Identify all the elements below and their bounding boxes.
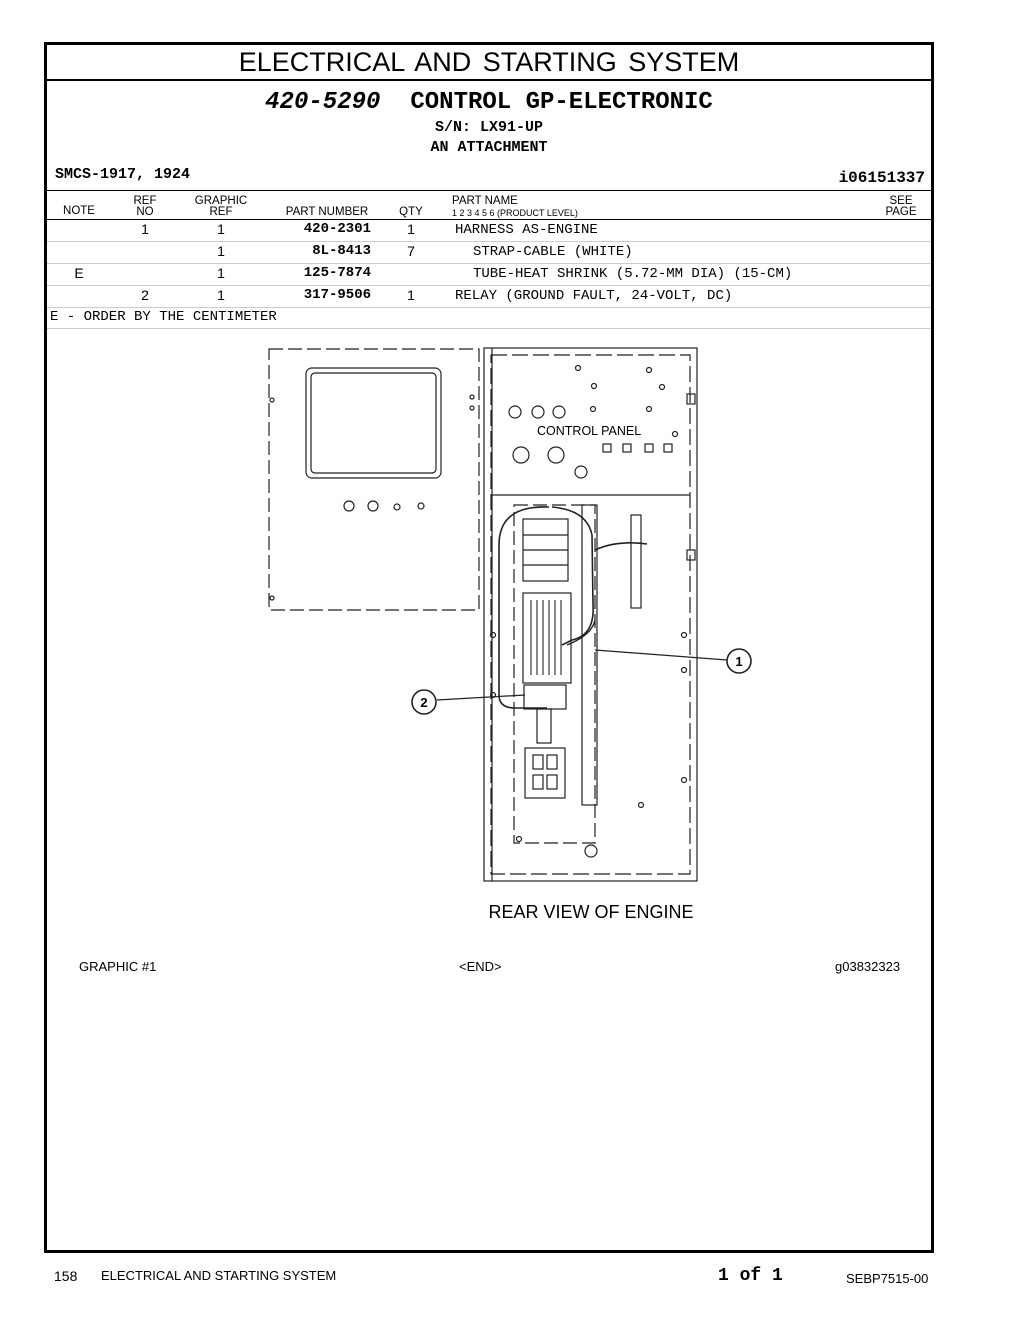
attachment-type: AN ATTACHMENT xyxy=(430,139,548,156)
callout-2: 2 xyxy=(420,695,427,710)
footer-section: ELECTRICAL AND STARTING SYSTEM xyxy=(101,1268,337,1283)
header-part-name: PART NAME 1 2 3 4 5 6 (PRODUCT LEVEL) xyxy=(452,195,578,218)
footnote: E - ORDER BY THE CENTIMETER xyxy=(50,309,277,325)
header-bottom-rule xyxy=(47,219,931,220)
graphic-id: g03832323 xyxy=(835,959,901,974)
section-title: ELECTRICAL AND STARTING SYSTEM xyxy=(47,45,931,81)
page-number: 158 xyxy=(54,1268,78,1284)
doc-number: SEBP7515-00 xyxy=(846,1271,929,1286)
graphic-label: GRAPHIC #1 xyxy=(79,959,157,974)
group-title: 420-5290 CONTROL GP-ELECTRONIC xyxy=(47,89,931,116)
view-label: REAR VIEW OF ENGINE xyxy=(488,902,693,922)
control-panel-label: CONTROL PANEL xyxy=(537,424,641,438)
group-name: CONTROL GP-ELECTRONIC xyxy=(410,89,713,116)
smcs-code: SMCS-1917, 1924 xyxy=(55,166,191,183)
page-of: 1 of 1 xyxy=(718,1266,783,1286)
wiring-illustration: CONTROL PANEL 1 2 REAR VIEW OF ENGINE xyxy=(268,347,752,922)
info-id: i06151337 xyxy=(838,169,925,187)
callout-1: 1 xyxy=(735,654,742,669)
group-part-number: 420-5290 xyxy=(265,89,381,116)
header-qty: QTY xyxy=(399,206,423,218)
header-note: NOTE xyxy=(63,205,95,217)
end-label: <END> xyxy=(459,959,502,974)
serial-number: S/N: LX91-UP xyxy=(434,119,544,136)
header-top-rule xyxy=(47,190,931,191)
header-part-number: PART NUMBER xyxy=(285,206,369,218)
